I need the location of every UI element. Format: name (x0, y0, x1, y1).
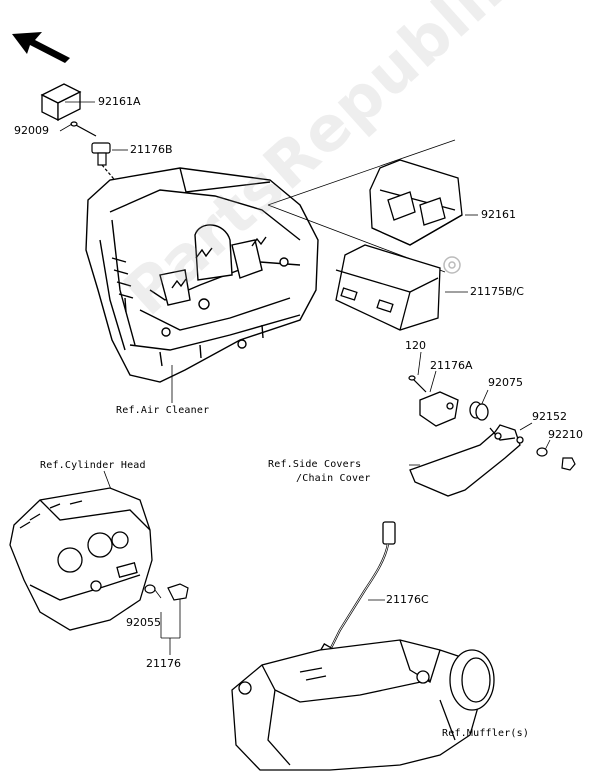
ref-side-covers: Ref.Side Covers (268, 459, 362, 470)
label-120[interactable]: 120 (405, 339, 426, 352)
label-92055[interactable]: 92055 (126, 616, 161, 629)
part-92009[interactable] (70, 121, 97, 137)
part-120[interactable] (408, 375, 427, 393)
part-21176[interactable] (167, 583, 189, 601)
label-92161a[interactable]: 92161A (98, 95, 141, 108)
part-92161a[interactable] (40, 83, 82, 122)
part-21176a[interactable] (419, 391, 459, 427)
part-92152[interactable] (536, 447, 548, 457)
label-21176c[interactable]: 21176C (386, 593, 429, 606)
muffler (231, 639, 495, 771)
part-21175bc[interactable] (335, 244, 441, 331)
ref-chain-cover: /Chain Cover (296, 473, 371, 484)
part-92161[interactable] (369, 159, 463, 246)
part-92210[interactable] (561, 457, 576, 471)
ref-cylinder-head: Ref.Cylinder Head (40, 460, 146, 471)
ref-muffler: Ref.Muffler(s) (442, 728, 530, 739)
label-21176[interactable]: 21176 (146, 657, 181, 670)
part-92055[interactable] (144, 584, 156, 594)
label-92210[interactable]: 92210 (548, 428, 583, 441)
label-21176b[interactable]: 21176B (130, 143, 173, 156)
ref-air-cleaner: Ref.Air Cleaner (116, 405, 210, 416)
label-92075[interactable]: 92075 (488, 376, 523, 389)
part-92075[interactable] (469, 401, 489, 421)
label-21176a[interactable]: 21176A (430, 359, 473, 372)
label-92152[interactable]: 92152 (532, 410, 567, 423)
direction-arrow-icon (12, 32, 70, 63)
side-cover-bracket (409, 424, 524, 497)
gear-icon (443, 256, 461, 274)
air-cleaner-housing (85, 167, 319, 383)
label-92009[interactable]: 92009 (14, 124, 49, 137)
label-92161[interactable]: 92161 (481, 208, 516, 221)
cylinder-head (9, 487, 153, 631)
part-21176c[interactable] (316, 521, 396, 663)
part-21176b[interactable] (91, 142, 131, 199)
label-21175bc[interactable]: 21175B/C (470, 285, 524, 298)
